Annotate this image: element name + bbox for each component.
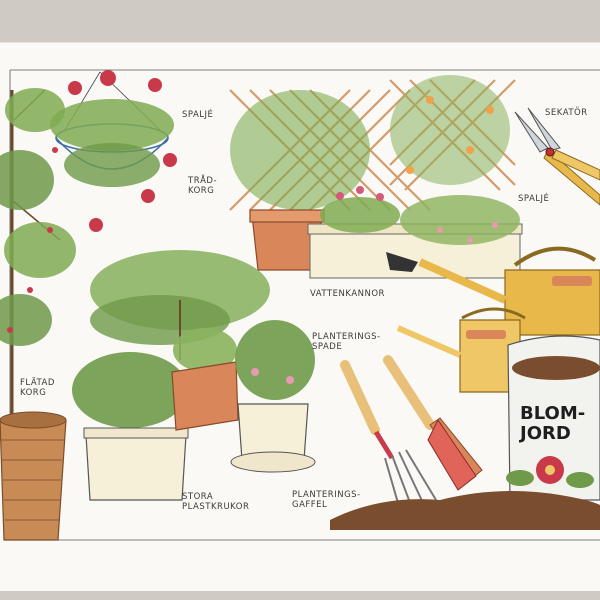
blomjord-line1: BLOM- bbox=[520, 403, 586, 424]
terracotta-pot bbox=[249, 209, 325, 271]
label-tradkorg-line2: KORG bbox=[188, 186, 215, 196]
label-planteringsspade-line1: PLANTERINGS- bbox=[312, 332, 381, 342]
white-plastic-pot-left bbox=[72, 352, 189, 501]
label-stora-line2: PLASTKRUKOR bbox=[182, 502, 250, 512]
label-sekator: SEKATÖR bbox=[545, 108, 588, 118]
flower-box bbox=[307, 186, 523, 279]
planting-spade bbox=[383, 355, 483, 491]
label-planteringsgaffel: PLANTERINGS- GAFFEL bbox=[292, 490, 361, 510]
label-spalje-right: SPALJÉ bbox=[518, 194, 550, 204]
label-flatad-line2: KORG bbox=[20, 388, 47, 398]
trellis-foliage-right bbox=[390, 75, 510, 185]
label-stora-plastkrukor: STORA PLASTKRUKOR bbox=[182, 492, 249, 512]
label-planteringsspade: PLANTERINGS- SPADE bbox=[312, 332, 381, 352]
watering-can-large bbox=[386, 246, 600, 336]
tree-in-basket bbox=[0, 88, 76, 541]
soil-pile bbox=[330, 491, 600, 530]
orange-pot bbox=[171, 328, 239, 431]
blomjord-bag-text: BLOM- JORD bbox=[520, 404, 585, 444]
hanging-wire-basket bbox=[50, 70, 177, 232]
label-planteringsspade-line2: SPADE bbox=[312, 342, 343, 352]
white-plastic-pot-right bbox=[230, 320, 316, 473]
blomjord-line2: JORD bbox=[520, 423, 571, 444]
pruning-shears bbox=[514, 107, 600, 206]
potting-soil-bag bbox=[506, 335, 600, 501]
label-tradkorg-line1: TRÅD- bbox=[188, 176, 218, 186]
label-tradkorg: TRÅD- KORG bbox=[188, 176, 217, 196]
label-gaffel-line1: PLANTERINGS- bbox=[292, 490, 361, 500]
label-flatad-line1: FLÄTAD bbox=[20, 378, 55, 388]
label-vattenkannor: VATTENKANNOR bbox=[310, 289, 385, 299]
label-stora-line1: STORA bbox=[182, 492, 214, 502]
watering-can-small bbox=[396, 307, 526, 393]
label-spalje-top: SPALJÉ bbox=[182, 110, 214, 120]
planting-fork bbox=[340, 360, 437, 511]
trellis-foliage bbox=[230, 90, 370, 210]
label-gaffel-line2: GAFFEL bbox=[292, 500, 328, 510]
label-flatad-korg: FLÄTAD KORG bbox=[20, 378, 55, 398]
